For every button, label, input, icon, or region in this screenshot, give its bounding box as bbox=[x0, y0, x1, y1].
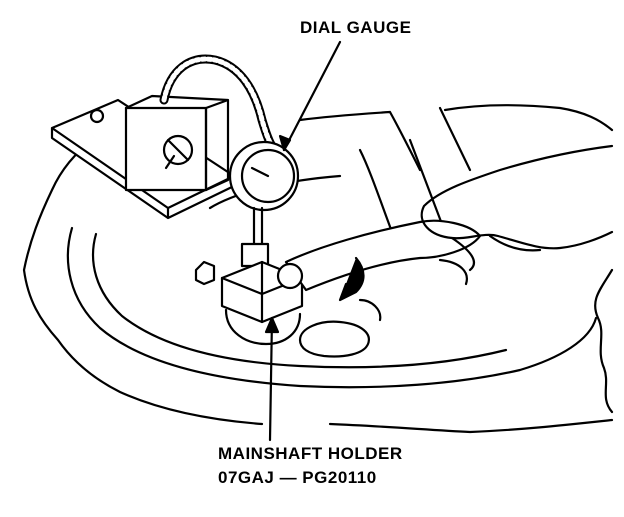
housing-outline bbox=[22, 104, 614, 434]
base-bolt-icon bbox=[89, 108, 105, 124]
housing-pocket bbox=[358, 258, 468, 322]
wrench-handle bbox=[284, 219, 482, 292]
holder-leader bbox=[268, 316, 274, 442]
dial-stem bbox=[252, 206, 264, 246]
housing-shaft-bore bbox=[298, 320, 370, 358]
dial-gauge-label: DIAL GAUGE bbox=[300, 18, 412, 37]
magnetic-base-block bbox=[124, 106, 208, 192]
rotation-arrow-icon bbox=[338, 256, 365, 302]
wrench-head-icon bbox=[276, 262, 304, 290]
dial-needle bbox=[250, 166, 270, 178]
housing-top-ribs bbox=[298, 106, 472, 172]
housing-right-edge bbox=[594, 268, 614, 414]
mainshaft-holder-title: MAINSHAFT HOLDER bbox=[218, 444, 403, 463]
magnet-knob-icon bbox=[162, 134, 194, 166]
shaft-nut-left bbox=[194, 260, 216, 286]
mainshaft-holder-label: MAINSHAFT HOLDER 07GAJ — PG20110 bbox=[218, 442, 403, 490]
mainshaft-holder-part-number: 07GAJ — PG20110 bbox=[218, 468, 377, 487]
housing-bowl-rim bbox=[66, 226, 598, 389]
hand bbox=[420, 144, 614, 250]
dial-gauge-leader bbox=[282, 40, 342, 152]
housing-bowl-inner bbox=[92, 232, 508, 369]
holder-lower-ring bbox=[224, 308, 302, 346]
